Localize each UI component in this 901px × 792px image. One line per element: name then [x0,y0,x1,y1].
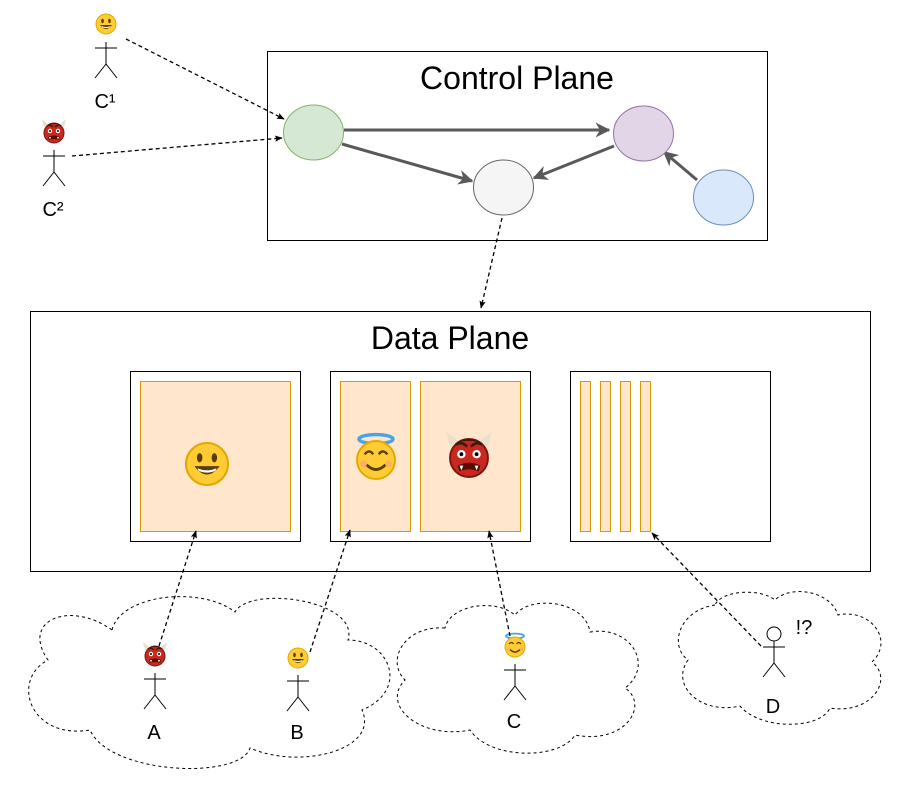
node-white[interactable] [473,159,534,216]
edge-control-to-data [479,217,503,309]
edge-d-to-container-3 [651,532,762,647]
ogre-icon [41,118,67,144]
edge-green-to-white [341,142,474,185]
smiling-face-with-halo-icon [355,432,397,481]
actor-c1[interactable]: C¹ [94,13,118,113]
grinning-face-icon [184,441,230,487]
actor-b[interactable]: B [286,647,310,744]
smiling-face-with-halo-icon [504,632,526,658]
actor-a[interactable]: A [142,641,168,744]
cloud-c [396,602,639,754]
stick-figure-body [42,149,66,187]
actor-d[interactable]: D !? [762,617,813,718]
node-purple[interactable] [613,105,674,162]
grinning-face-icon [287,647,309,669]
node-container-2[interactable] [330,371,531,542]
data-plane: Data Plane [30,311,871,572]
tenant-slot [580,381,591,532]
edge-a-to-container-1 [158,530,197,647]
tenant-slot [600,381,611,532]
node-container-1[interactable] [130,371,301,542]
actor-d-annotation: !? [796,617,813,639]
cloud-d [677,591,882,725]
node-container-3[interactable] [570,371,771,542]
actor-c2[interactable]: C² [41,118,67,221]
actor-b-label: B [290,722,303,744]
plain-head-icon [766,626,782,642]
actor-c-label: C [507,711,521,733]
tenant-compartment [340,381,411,532]
actor-d-label: D [766,696,780,718]
edge-blue-to-purple [662,150,698,182]
edge-c2-to-green [71,135,283,157]
data-plane-title: Data Plane [371,320,529,356]
grinning-face-icon [95,13,117,35]
edge-b-to-container-2 [309,529,351,653]
control-plane-title: Control Plane [420,60,614,96]
tenant-slot [640,381,651,532]
cloud-ab [28,596,391,769]
control-plane: Control Plane [267,51,768,241]
node-green[interactable] [283,104,344,161]
edge-c-to-container-2 [487,530,511,637]
edge-purple-to-white [532,144,615,180]
actor-c2-label: C² [42,199,63,221]
tenant-slot [620,381,631,532]
actor-c1-label: C¹ [94,91,115,113]
actor-a-label: A [147,722,161,744]
edge-c1-to-green [125,38,285,120]
node-blue[interactable] [693,169,754,226]
stick-figure-body [94,41,118,79]
actor-c[interactable]: C [503,632,527,733]
